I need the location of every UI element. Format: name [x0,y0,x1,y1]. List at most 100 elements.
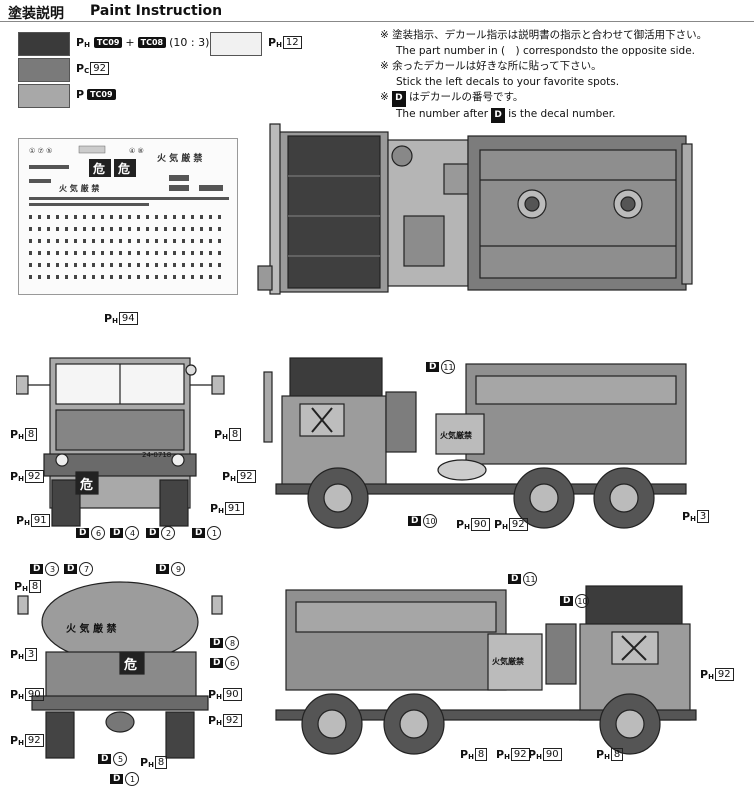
decal-dot [110,239,113,243]
decal-dot [182,263,185,267]
decal-dot [119,227,122,231]
decal-dot [56,263,59,267]
decal-dot [92,275,95,279]
color-number: 92 [90,62,109,75]
decal-dot [200,263,203,267]
decal-dot [119,239,122,243]
decal-dot [92,263,95,267]
decal-dot [164,251,167,255]
decal-dot [200,239,203,243]
note-3-en: The number after D is the decal number. [380,107,750,123]
decal-dot [209,263,212,267]
decal-dot [65,263,68,267]
decal-dot [65,251,68,255]
decal-dot [191,275,194,279]
license-plate: 24-0718 [142,451,171,459]
decal-dot [110,263,113,267]
decal-dot [74,239,77,243]
decal-dot [164,239,167,243]
decal-dot [155,227,158,231]
decal-dot [83,227,86,231]
decal-dot [110,251,113,255]
decal-dot [200,227,203,231]
decal-dot [191,251,194,255]
decal-dot [191,227,194,231]
decal-dot [65,275,68,279]
decal-dot [74,251,77,255]
truck-side-left: 火気厳禁 [275,585,697,755]
decal-dot [182,275,185,279]
decal-dot [146,239,149,243]
decal-dot [155,239,158,243]
decal-dot [173,251,176,255]
hazard-sign: 危 [80,477,93,493]
decal-dot [56,251,59,255]
decal-dot [191,239,194,243]
decal-dot [29,263,32,267]
decal-dot [101,263,104,267]
title-en: Paint Instruction [90,3,223,19]
decal-dot [110,215,113,219]
decal-dot [119,263,122,267]
decal-dot [164,263,167,267]
svg-text:① ⑦ ⑤: ① ⑦ ⑤ [29,147,52,155]
rear-hazard-sign: 危 [124,657,137,673]
decal-dot [101,275,104,279]
swatch-white [210,32,262,56]
truck-side-right: 火気厳禁 [263,357,687,529]
decal-kanji-2: 危 [117,161,130,176]
decal-dot [47,263,50,267]
decal-dot [29,239,32,243]
truck-top-view [257,123,693,295]
decal-dot [218,239,221,243]
decal-dot [38,215,41,219]
decal-dot [65,227,68,231]
decal-dot [146,251,149,255]
decal-text-1: 火 気 厳 禁 [157,152,202,164]
decal-dot [218,263,221,267]
decal-dot [191,215,194,219]
decal-dot [38,227,41,231]
mix-ratio: (10 : 3) [169,36,210,49]
decal-dot [128,227,131,231]
decal-dot [209,251,212,255]
decal-dot [119,215,122,219]
decal-dot [173,227,176,231]
decal-sheet-art: ① ⑦ ⑤ ⑥ ④ ⑧ 危 危 火 気 厳 禁 火 気 厳 禁 [29,145,229,279]
svg-text:④ ⑧: ④ ⑧ [129,147,144,155]
decal-dot [191,263,194,267]
code-chip: TC08 [137,37,167,48]
decal-sheet: ① ⑦ ⑤ ⑥ ④ ⑧ 危 危 火 気 厳 禁 火 気 厳 禁 [18,138,238,295]
decal-dot [92,227,95,231]
decal-dot [182,215,185,219]
decal-dot [146,263,149,267]
decal-dot [38,239,41,243]
truck-rear-view: 火 気 厳 禁 危 [17,581,223,759]
decal-dot [47,239,50,243]
decal-dot [200,215,203,219]
decal-dot [164,227,167,231]
decal-dot [38,251,41,255]
decal-dot [209,275,212,279]
decal-dot [164,275,167,279]
decal-dot [182,227,185,231]
decal-dot [83,215,86,219]
decal-dot [128,215,131,219]
truck-front-view: 24-0718 危 [16,357,225,527]
